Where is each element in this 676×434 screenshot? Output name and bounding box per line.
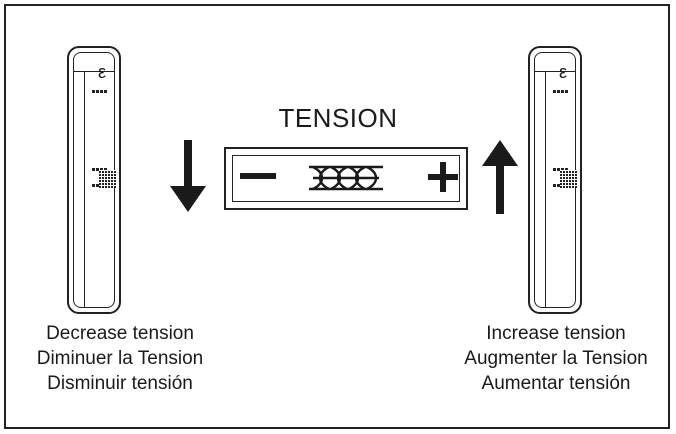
dial-grid-block xyxy=(560,170,578,188)
caption-line-en: Decrease tension xyxy=(46,323,194,344)
tension-dial-left: ε xyxy=(67,46,121,314)
caption-line-es: Disminuir tensión xyxy=(47,373,193,394)
increase-caption: Increase tension Augmenter la Tension Au… xyxy=(436,321,676,396)
dial-mark: ε xyxy=(558,62,567,82)
dial-grid-block xyxy=(99,170,117,188)
decrease-caption: Decrease tension Diminuer la Tension Dis… xyxy=(0,321,240,396)
caption-line-fr: Diminuer la Tension xyxy=(36,348,204,369)
dial-dash xyxy=(92,168,108,171)
dial-dash xyxy=(92,90,108,93)
diagram-frame xyxy=(4,4,670,429)
dial-mark: ε xyxy=(97,62,106,82)
arrow-up-icon xyxy=(482,140,518,214)
tension-panel: − + xyxy=(224,147,468,210)
tension-dial-right: ε xyxy=(528,46,582,314)
caption-line-es: Aumentar tensión xyxy=(481,373,631,394)
dial-inner-frame: ε xyxy=(73,52,117,308)
plus-icon xyxy=(428,162,458,192)
thread-tension-icon xyxy=(309,165,383,191)
arrow-down-icon xyxy=(170,140,206,212)
minus-icon xyxy=(240,173,276,179)
dial-inner-frame: ε xyxy=(534,52,578,308)
caption-line-en: Increase tension xyxy=(486,323,626,344)
panel-title: TENSION xyxy=(278,103,398,133)
dial-dash xyxy=(553,168,569,171)
caption-line-fr: Augmenter la Tension xyxy=(464,348,648,369)
dial-dash xyxy=(553,90,569,93)
